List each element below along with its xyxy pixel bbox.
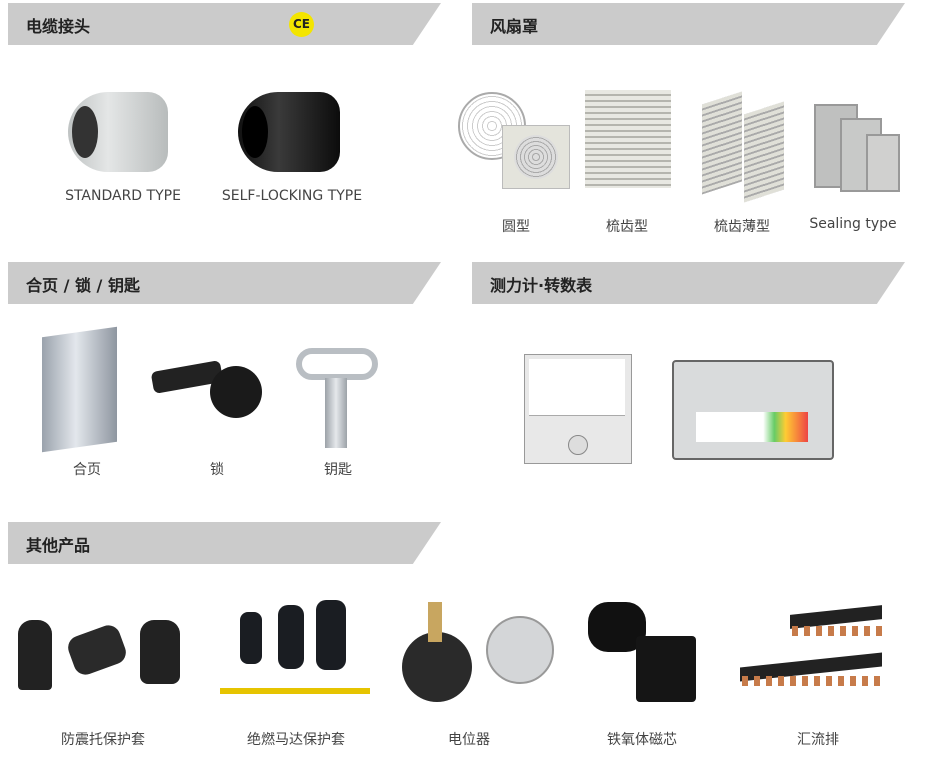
motor-sleeve-image[interactable] <box>316 600 346 670</box>
key-image[interactable] <box>325 378 347 448</box>
product-label[interactable]: 圆型 <box>502 219 530 235</box>
panel-meter-image[interactable] <box>524 354 632 464</box>
product-label[interactable]: 合页 <box>73 462 101 478</box>
round-fan-cover-image[interactable] <box>502 125 570 189</box>
product-label[interactable]: Sealing type <box>809 216 897 232</box>
product-label[interactable]: 绝燃马达保护套 <box>247 732 345 748</box>
motor-sleeve-image[interactable] <box>240 612 262 664</box>
hinge-image[interactable] <box>42 326 117 453</box>
section-title: 其他产品 <box>26 536 91 555</box>
product-label[interactable]: 汇流排 <box>797 732 839 748</box>
thin-comb-fan-cover-image[interactable] <box>744 101 784 203</box>
busbar-pins-image[interactable] <box>742 676 882 686</box>
boot-image[interactable] <box>18 620 52 690</box>
boot-image[interactable] <box>140 620 180 684</box>
product-label[interactable]: 防震托保护套 <box>61 732 145 748</box>
section-title: 合页 / 锁 / 钥匙 <box>26 276 140 295</box>
ferrite-core-image[interactable] <box>636 636 696 702</box>
section-title: 风扇罩 <box>490 17 539 36</box>
product-label[interactable]: 电位器 <box>448 732 490 748</box>
product-label[interactable]: SELF-LOCKING TYPE <box>221 188 363 204</box>
thin-comb-fan-cover-image[interactable] <box>702 91 742 195</box>
product-label[interactable]: 梳齿型 <box>606 219 648 235</box>
boot-image[interactable] <box>64 621 130 679</box>
product-label[interactable]: 铁氧体磁芯 <box>607 732 677 748</box>
self-locking-cable-gland-image[interactable] <box>238 92 340 172</box>
ce-mark-icon: CE <box>289 12 314 37</box>
key-handle-image[interactable] <box>296 348 378 380</box>
wire-image[interactable] <box>220 688 370 694</box>
section-title: 测力计·转数表 <box>490 276 593 295</box>
standard-cable-gland-image[interactable] <box>68 92 168 172</box>
potentiometer-image[interactable] <box>486 616 554 684</box>
motor-sleeve-image[interactable] <box>278 605 304 669</box>
tachometer-image[interactable] <box>672 360 834 460</box>
lock-image[interactable] <box>210 366 262 418</box>
comb-fan-cover-image[interactable] <box>585 90 671 188</box>
busbar-pins-image[interactable] <box>792 626 884 636</box>
product-label[interactable]: 梳齿薄型 <box>714 219 770 235</box>
product-label[interactable]: 钥匙 <box>324 462 352 478</box>
sealing-fan-cover-image[interactable] <box>866 134 900 192</box>
section-title: 电缆接头 <box>26 17 91 36</box>
section-header-other-products: 其他产品 <box>8 522 441 564</box>
section-header-gauges: 测力计·转数表 <box>472 262 905 304</box>
product-label[interactable]: STANDARD TYPE <box>65 188 181 204</box>
potentiometer-image[interactable] <box>402 632 472 702</box>
product-label[interactable]: 锁 <box>210 462 224 478</box>
potentiometer-shaft-image[interactable] <box>428 602 442 642</box>
section-header-fan-covers: 风扇罩 <box>472 3 905 45</box>
section-header-hinges-locks-keys: 合页 / 锁 / 钥匙 <box>8 262 441 304</box>
section-header-cable-glands: 电缆接头 CE <box>8 3 441 45</box>
